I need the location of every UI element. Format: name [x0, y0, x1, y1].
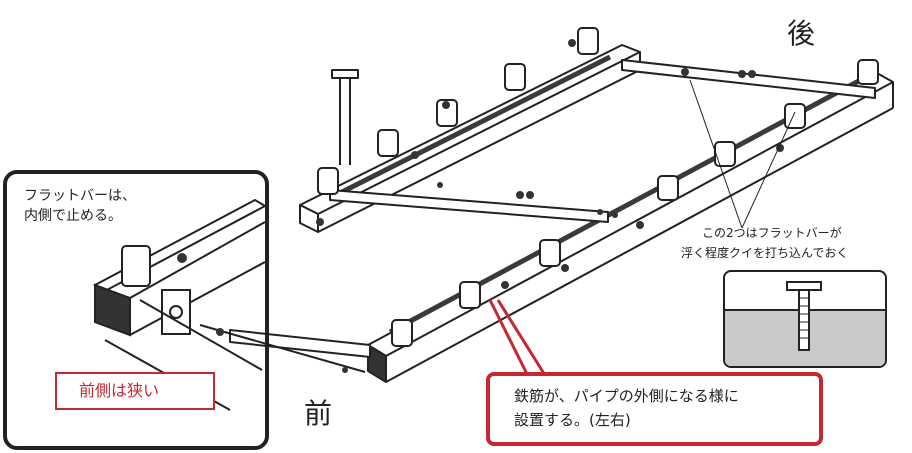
- front-narrow-callout: 前側は狭い: [55, 372, 215, 410]
- stake-left: [331, 69, 359, 165]
- inset-detail-panel: [3, 170, 269, 450]
- pipes-left-rail: [317, 27, 599, 195]
- right-rail: [367, 71, 894, 383]
- front-narrow-text: 前側は狭い: [79, 381, 160, 400]
- inset-note-line2: 内側で止める。: [24, 208, 122, 224]
- inset-note-line1: フラットバーは、: [24, 188, 136, 204]
- front-label: 前: [304, 397, 333, 430]
- pile-note-line1: この2つはフラットバーが: [702, 226, 842, 240]
- rebar-note-line1: 鉄筋が、パイプの外側になる様に: [514, 387, 739, 405]
- pile-detail-drawing: [725, 281, 885, 366]
- pipes-right-rail: [391, 59, 879, 347]
- left-rail: [299, 44, 641, 233]
- pile-note-line2: 浮く程度クイを打ち込んでおく: [681, 246, 849, 260]
- back-label: 後: [787, 17, 816, 50]
- inset-drawing: [92, 198, 268, 411]
- rebar-note-line2: 設置する。(左右): [514, 411, 631, 429]
- bolts: [316, 39, 784, 373]
- rebar-callout: 鉄筋が、パイプの外側になる様に 設置する。(左右): [486, 372, 823, 446]
- pile-detail-box: [723, 270, 887, 368]
